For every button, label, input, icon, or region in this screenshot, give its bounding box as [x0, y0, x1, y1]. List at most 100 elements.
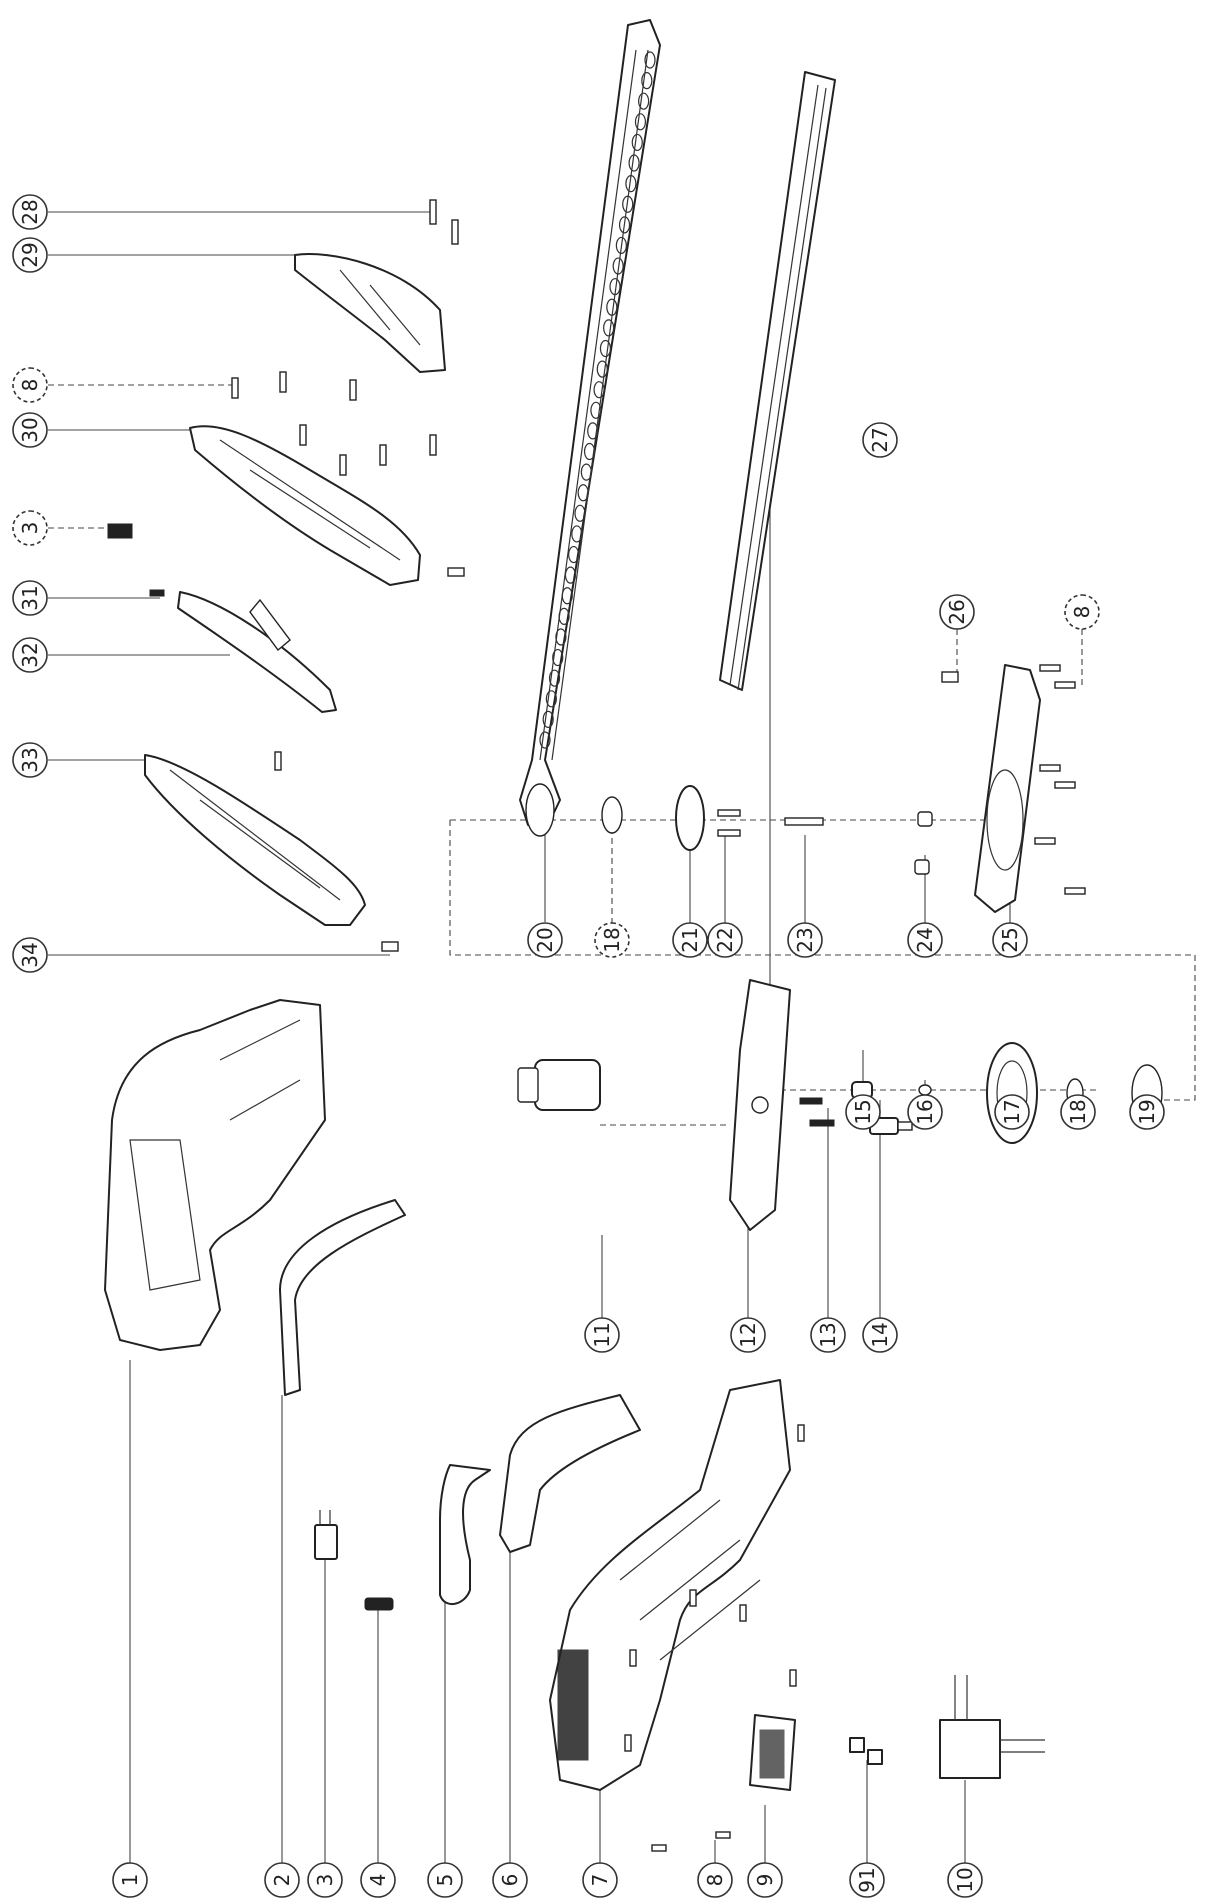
- callout-p31: 31: [12, 580, 48, 616]
- callout-circle: [787, 922, 823, 958]
- blade-tooth: [612, 257, 624, 275]
- blade-tooth: [555, 628, 567, 646]
- left-housing-7: [549, 1379, 791, 1791]
- callout-number: 91: [855, 1867, 879, 1892]
- callout-circle: [992, 922, 1028, 958]
- callout-circle: [12, 637, 48, 673]
- callout-p26: 26: [939, 594, 975, 630]
- callout-circle: [1060, 1094, 1096, 1130]
- blade-assembly: [519, 19, 661, 837]
- callout-circle: [360, 1862, 396, 1898]
- callout-number: 18: [1066, 1099, 1090, 1124]
- callout-circle: [862, 422, 898, 458]
- callout-number: 3: [18, 522, 42, 535]
- guide-32: [177, 591, 337, 713]
- callout-number: 8: [18, 379, 42, 392]
- nut-26: [941, 671, 959, 683]
- callout-number: 29: [18, 242, 42, 267]
- gear-housing-25: [974, 664, 1041, 913]
- callout-p4: 4: [360, 1862, 396, 1898]
- callout-circle: [492, 1862, 528, 1898]
- callout-number: 5: [433, 1874, 457, 1887]
- callout-p8c: 8: [12, 367, 48, 403]
- blade-tooth: [568, 545, 580, 564]
- blade-tooth: [609, 278, 621, 296]
- blade-tooth: [628, 154, 640, 172]
- callout-p23: 23: [787, 922, 823, 958]
- callout-circle: [12, 237, 48, 273]
- callout-circle: [12, 580, 48, 616]
- callout-number: 13: [816, 1322, 840, 1347]
- washer-18a: [601, 796, 623, 834]
- blade-tooth: [618, 216, 631, 234]
- blade-tooth: [644, 51, 656, 69]
- callout-p9: 9: [747, 1862, 783, 1898]
- crank-21: [675, 785, 705, 851]
- blade-tooth: [580, 463, 592, 481]
- callout-circle: [849, 1862, 885, 1898]
- spring-4: [364, 1597, 394, 1611]
- callout-circle: [112, 1862, 148, 1898]
- bushing-24: [914, 811, 933, 875]
- callout-number: 8: [703, 1874, 727, 1887]
- callout-circle: [994, 1094, 1030, 1130]
- callout-number: 31: [18, 585, 42, 610]
- callout-number: 15: [851, 1099, 875, 1124]
- callout-circle: [947, 1862, 983, 1898]
- callout-number: 26: [945, 599, 969, 624]
- callout-circle: [584, 1317, 620, 1353]
- callout-p29: 29: [12, 237, 48, 273]
- motor-11: [517, 1059, 601, 1111]
- callout-p7: 7: [582, 1862, 618, 1898]
- blade-tooth: [583, 442, 596, 461]
- blade-teeth: [539, 51, 656, 749]
- callout-number: 27: [868, 427, 892, 452]
- callout-p12: 12: [730, 1317, 766, 1353]
- callout-p13: 13: [810, 1317, 846, 1353]
- callout-number: 9: [753, 1874, 777, 1887]
- callout-p22: 22: [707, 922, 743, 958]
- callout-number: 11: [590, 1322, 614, 1347]
- callout-p28: 28: [12, 194, 48, 230]
- connector-91: [849, 1737, 883, 1765]
- blade-tooth: [625, 175, 637, 193]
- callout-number: 32: [18, 642, 42, 667]
- callout-circle: [427, 1862, 463, 1898]
- terminal-block-10: [939, 1675, 1045, 1779]
- callout-p18a: 18: [594, 922, 630, 958]
- blade-tooth: [552, 648, 564, 667]
- callout-number: 14: [868, 1322, 892, 1347]
- blade-tooth: [631, 133, 643, 152]
- callout-circle: [264, 1862, 300, 1898]
- callout-p5: 5: [427, 1862, 463, 1898]
- callout-p11: 11: [584, 1317, 620, 1353]
- callout-p24: 24: [907, 922, 943, 958]
- blade-tooth: [564, 566, 577, 584]
- callout-circle: [12, 194, 48, 230]
- blade-tooth: [571, 525, 583, 543]
- callout-p19: 19: [1129, 1094, 1165, 1130]
- blade-tooth: [615, 236, 627, 255]
- blade-tooth: [587, 422, 599, 440]
- blade-tooth: [603, 319, 615, 337]
- gearbox-12: [729, 979, 791, 1231]
- callout-number: 21: [678, 927, 702, 952]
- upper-housing-30: [189, 425, 421, 586]
- callout-number: 20: [533, 927, 557, 952]
- callout-number: 16: [913, 1099, 937, 1124]
- blade-tooth: [574, 504, 586, 522]
- callout-number: 12: [736, 1322, 760, 1347]
- callout-circle: [12, 412, 48, 448]
- callout-number: 24: [913, 927, 937, 952]
- handle-grip-6: [499, 1394, 641, 1553]
- blade-tooth: [577, 484, 589, 502]
- callout-p20: 20: [527, 922, 563, 958]
- trigger-lever-5: [439, 1464, 491, 1605]
- blade-tooth: [599, 339, 612, 358]
- lower-housing-33: [144, 754, 366, 926]
- callout-number: 1: [118, 1874, 142, 1887]
- switch-3: [314, 1510, 338, 1560]
- callout-circle: [12, 510, 48, 546]
- callout-p10: 10: [947, 1862, 983, 1898]
- callout-number: 18: [600, 927, 624, 952]
